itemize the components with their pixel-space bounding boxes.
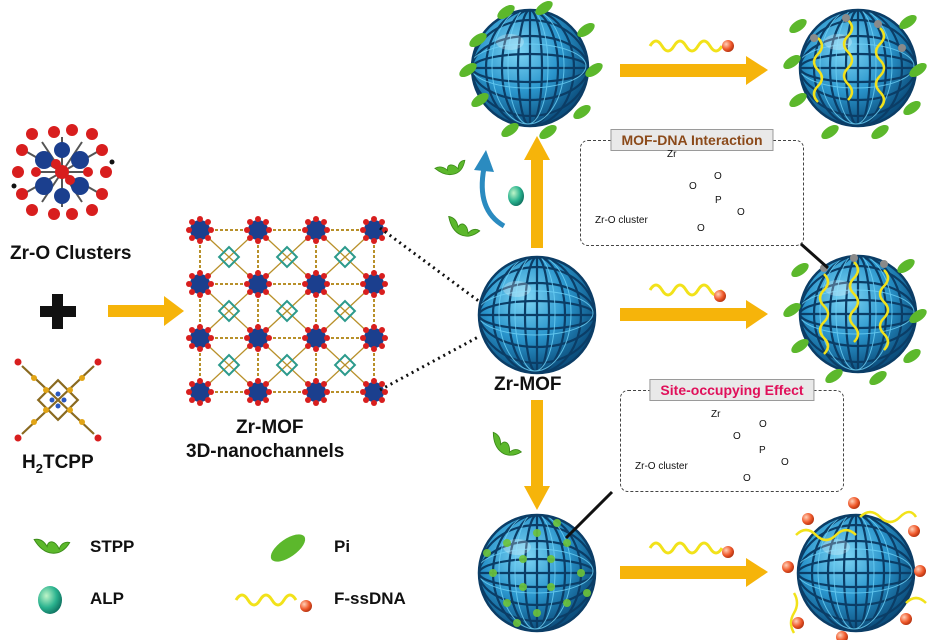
legend-fssdna-icon <box>234 593 312 612</box>
zr-node <box>364 328 384 348</box>
zr-node <box>364 382 384 402</box>
top-mof-with-pi <box>470 8 590 128</box>
porphyrin-linker <box>275 299 299 323</box>
site-o2: O <box>759 419 767 430</box>
legend-stpp-icon <box>33 533 72 557</box>
bottom-right-mof-fssdna <box>782 497 927 640</box>
zr-node <box>306 220 326 240</box>
porphyrin-linker <box>217 245 241 269</box>
zr-node <box>190 274 210 294</box>
legend-pi-icon <box>270 534 306 562</box>
zr-node <box>248 382 268 402</box>
site-occupying-box: Site-occupying Effect Zr-O cluster Zr O … <box>620 379 844 492</box>
site-o3: O <box>781 457 789 468</box>
top-right-mof-dna <box>798 8 918 128</box>
h2tcpp-illustration <box>14 358 102 442</box>
zr-node <box>248 328 268 348</box>
framework-label-line2: 3D-nanochannels <box>186 441 345 462</box>
interaction-o1: O <box>689 181 697 192</box>
interaction-o2: O <box>714 171 722 182</box>
site-o1: O <box>733 431 741 442</box>
zr-node <box>306 382 326 402</box>
center-mof-sphere <box>477 255 597 375</box>
porphyrin-linker <box>217 353 241 377</box>
site-connector <box>564 490 614 540</box>
h2tcpp-rest: TCPP <box>42 452 94 473</box>
porphyrin-linker <box>217 299 241 323</box>
zr-o-cluster-illustration <box>11 124 115 220</box>
zr-node <box>190 220 210 240</box>
zr-node <box>190 328 210 348</box>
legend-alp-icon <box>38 586 62 614</box>
h2tcpp-h: H <box>22 452 36 473</box>
porphyrin-linker <box>275 353 299 377</box>
zr-o-clusters-label: Zr-O Clusters <box>10 243 132 264</box>
zr-node <box>306 328 326 348</box>
arrow-up <box>524 136 550 248</box>
middle-right-mof-dna <box>798 254 918 374</box>
zr-node <box>364 274 384 294</box>
porphyrin-linker <box>275 245 299 269</box>
zr-node <box>248 220 268 240</box>
mof-dna-interaction-title: MOF-DNA Interaction <box>610 129 774 151</box>
fssdna-top <box>648 39 734 53</box>
h2tcpp-label: H2TCPP <box>22 452 94 476</box>
bottom-mof-stpp <box>477 513 597 633</box>
legend-stpp-label: STPP <box>90 537 135 556</box>
porphyrin-linker <box>333 245 357 269</box>
interaction-o3: O <box>737 207 745 218</box>
site-o4: O <box>743 473 751 484</box>
zr-node <box>248 274 268 294</box>
legend-alp-label: ALP <box>90 589 124 608</box>
site-occupying-title: Site-occupying Effect <box>649 379 815 401</box>
interaction-zr: Zr <box>667 149 677 160</box>
site-zr: Zr <box>711 409 721 420</box>
porphyrin-linker <box>333 299 357 323</box>
arrow-right-middle <box>620 300 768 329</box>
framework-label-line1: Zr-MOF <box>236 417 304 438</box>
h2tcpp-sub: 2 <box>35 460 43 476</box>
center-mof-label: Zr-MOF <box>494 374 562 395</box>
porphyrin-linker <box>333 353 357 377</box>
legend-pi-label: Pi <box>334 537 351 556</box>
zr-node <box>306 274 326 294</box>
site-cluster-label: Zr-O cluster <box>635 461 688 472</box>
zr-mof-framework-lattice <box>186 216 388 406</box>
mof-dna-interaction-box: MOF-DNA Interaction Zr-O cluster Zr O O … <box>580 129 804 246</box>
interaction-p: P <box>715 195 722 206</box>
zr-node <box>190 382 210 402</box>
zoom-dotted-lines <box>379 226 481 392</box>
arrow-right-bottom <box>620 558 768 587</box>
plus-sign <box>40 294 76 329</box>
interaction-cluster-label: Zr-O cluster <box>595 215 648 226</box>
legend-fssdna-label: F-ssDNA <box>334 589 406 608</box>
site-p: P <box>759 445 766 456</box>
alp-conversion-cycle <box>434 150 524 239</box>
fssdna-bottom <box>648 541 734 558</box>
arrow-to-framework <box>108 296 184 326</box>
arrow-down <box>524 400 550 510</box>
fssdna-middle <box>648 283 726 302</box>
zr-node <box>364 220 384 240</box>
stpp-near-down-arrow <box>487 431 525 460</box>
interaction-o4: O <box>697 223 705 234</box>
arrow-right-top <box>620 56 768 85</box>
